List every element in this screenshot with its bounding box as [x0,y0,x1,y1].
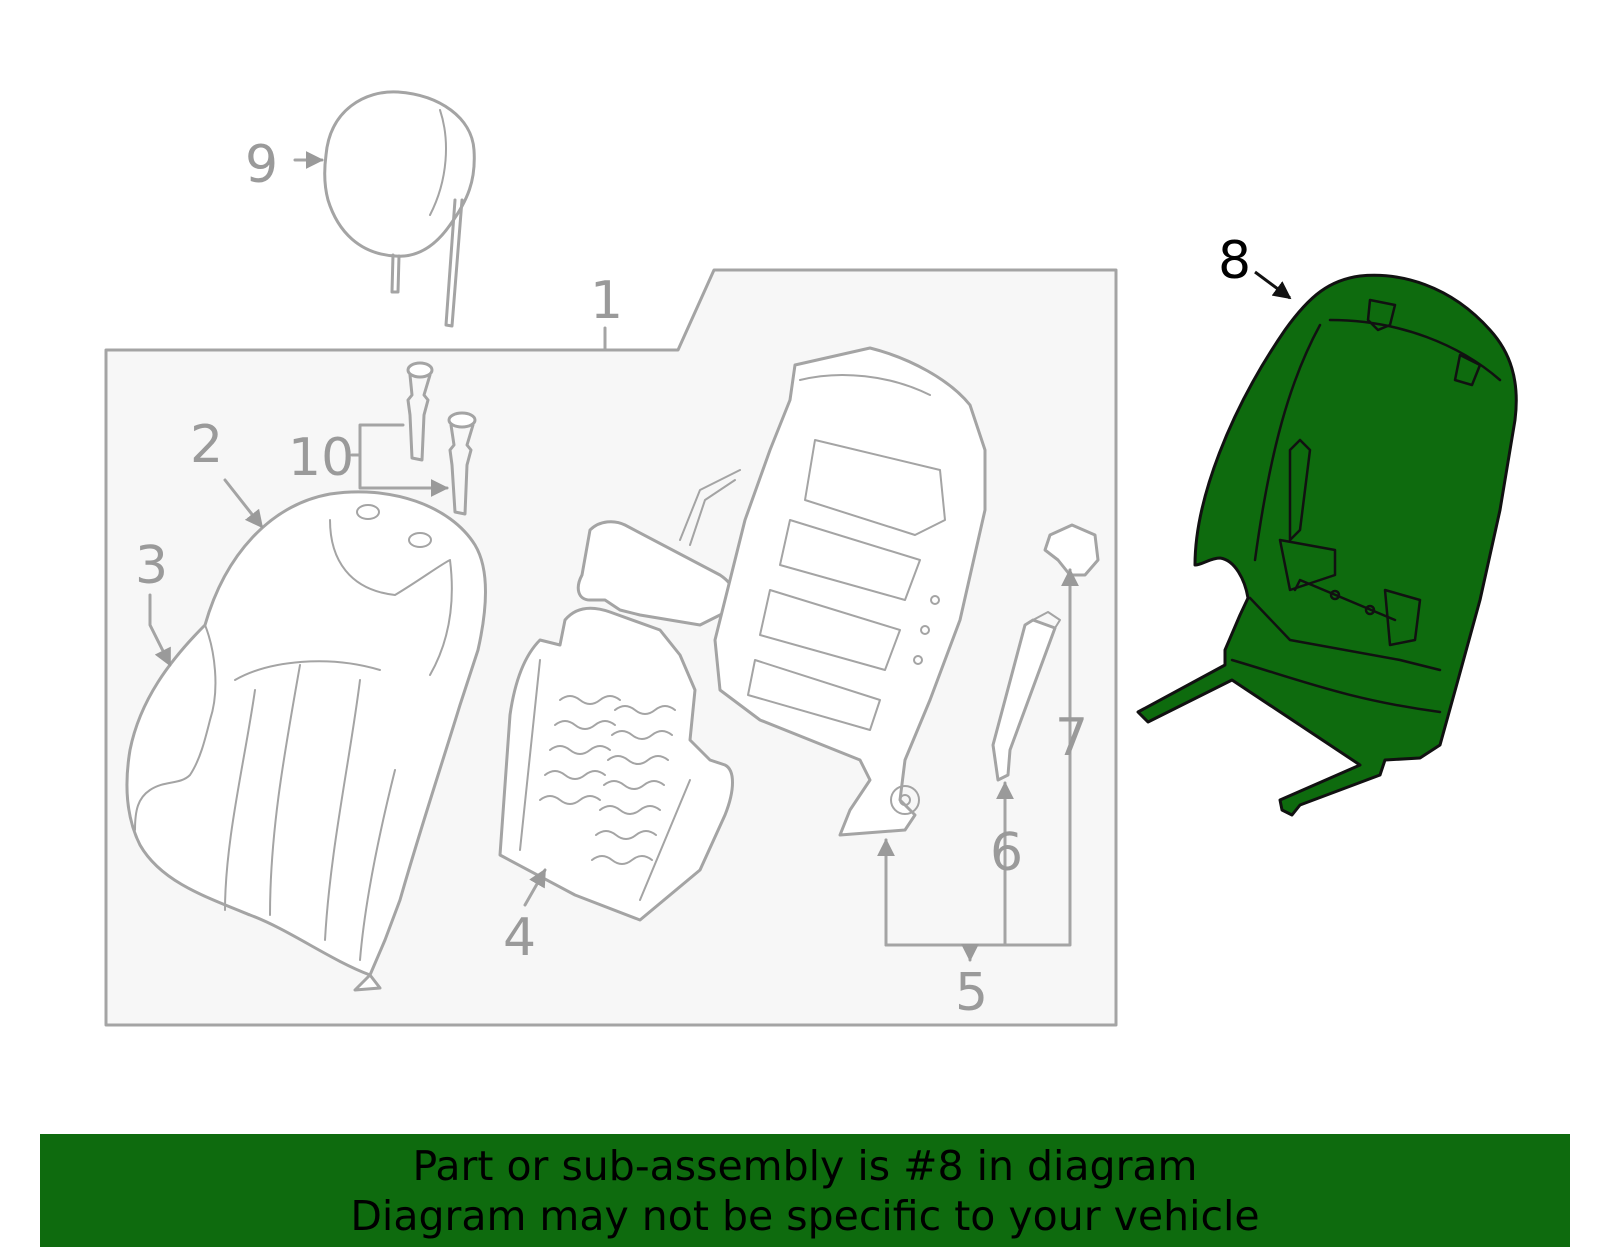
callout-5: 5 [955,963,988,1023]
callout-7: 7 [1055,708,1088,768]
headrest-guides-part-10 [406,361,477,516]
leader-3 [148,593,172,667]
clip-part-7 [1043,523,1100,577]
callout-1: 1 [590,271,623,331]
callout-2: 2 [190,415,223,475]
backrest-cover-part-2 [125,490,487,992]
headrest-part-9 [323,90,476,328]
callout-3: 3 [135,536,168,596]
leader-2 [223,478,264,529]
callout-10: 10 [288,428,354,488]
leader-8 [1254,270,1292,300]
info-banner: Part or sub-assembly is #8 in diagram Di… [40,1134,1570,1247]
leader-10 [358,423,447,488]
side-trim-part-6 [991,611,1061,782]
callout-4: 4 [503,908,536,968]
callout-8: 8 [1218,231,1251,291]
banner-line-2: Diagram may not be specific to your vehi… [350,1191,1260,1240]
backrest-panel-part-8 [1136,273,1518,817]
leader-4 [523,868,547,907]
lumbar-mat-part-4 [498,520,737,922]
callout-6: 6 [990,823,1023,883]
banner-line-1: Part or sub-assembly is #8 in diagram [412,1141,1198,1190]
callout-9: 9 [245,135,278,195]
seatback-frame-part-5 [679,346,987,837]
